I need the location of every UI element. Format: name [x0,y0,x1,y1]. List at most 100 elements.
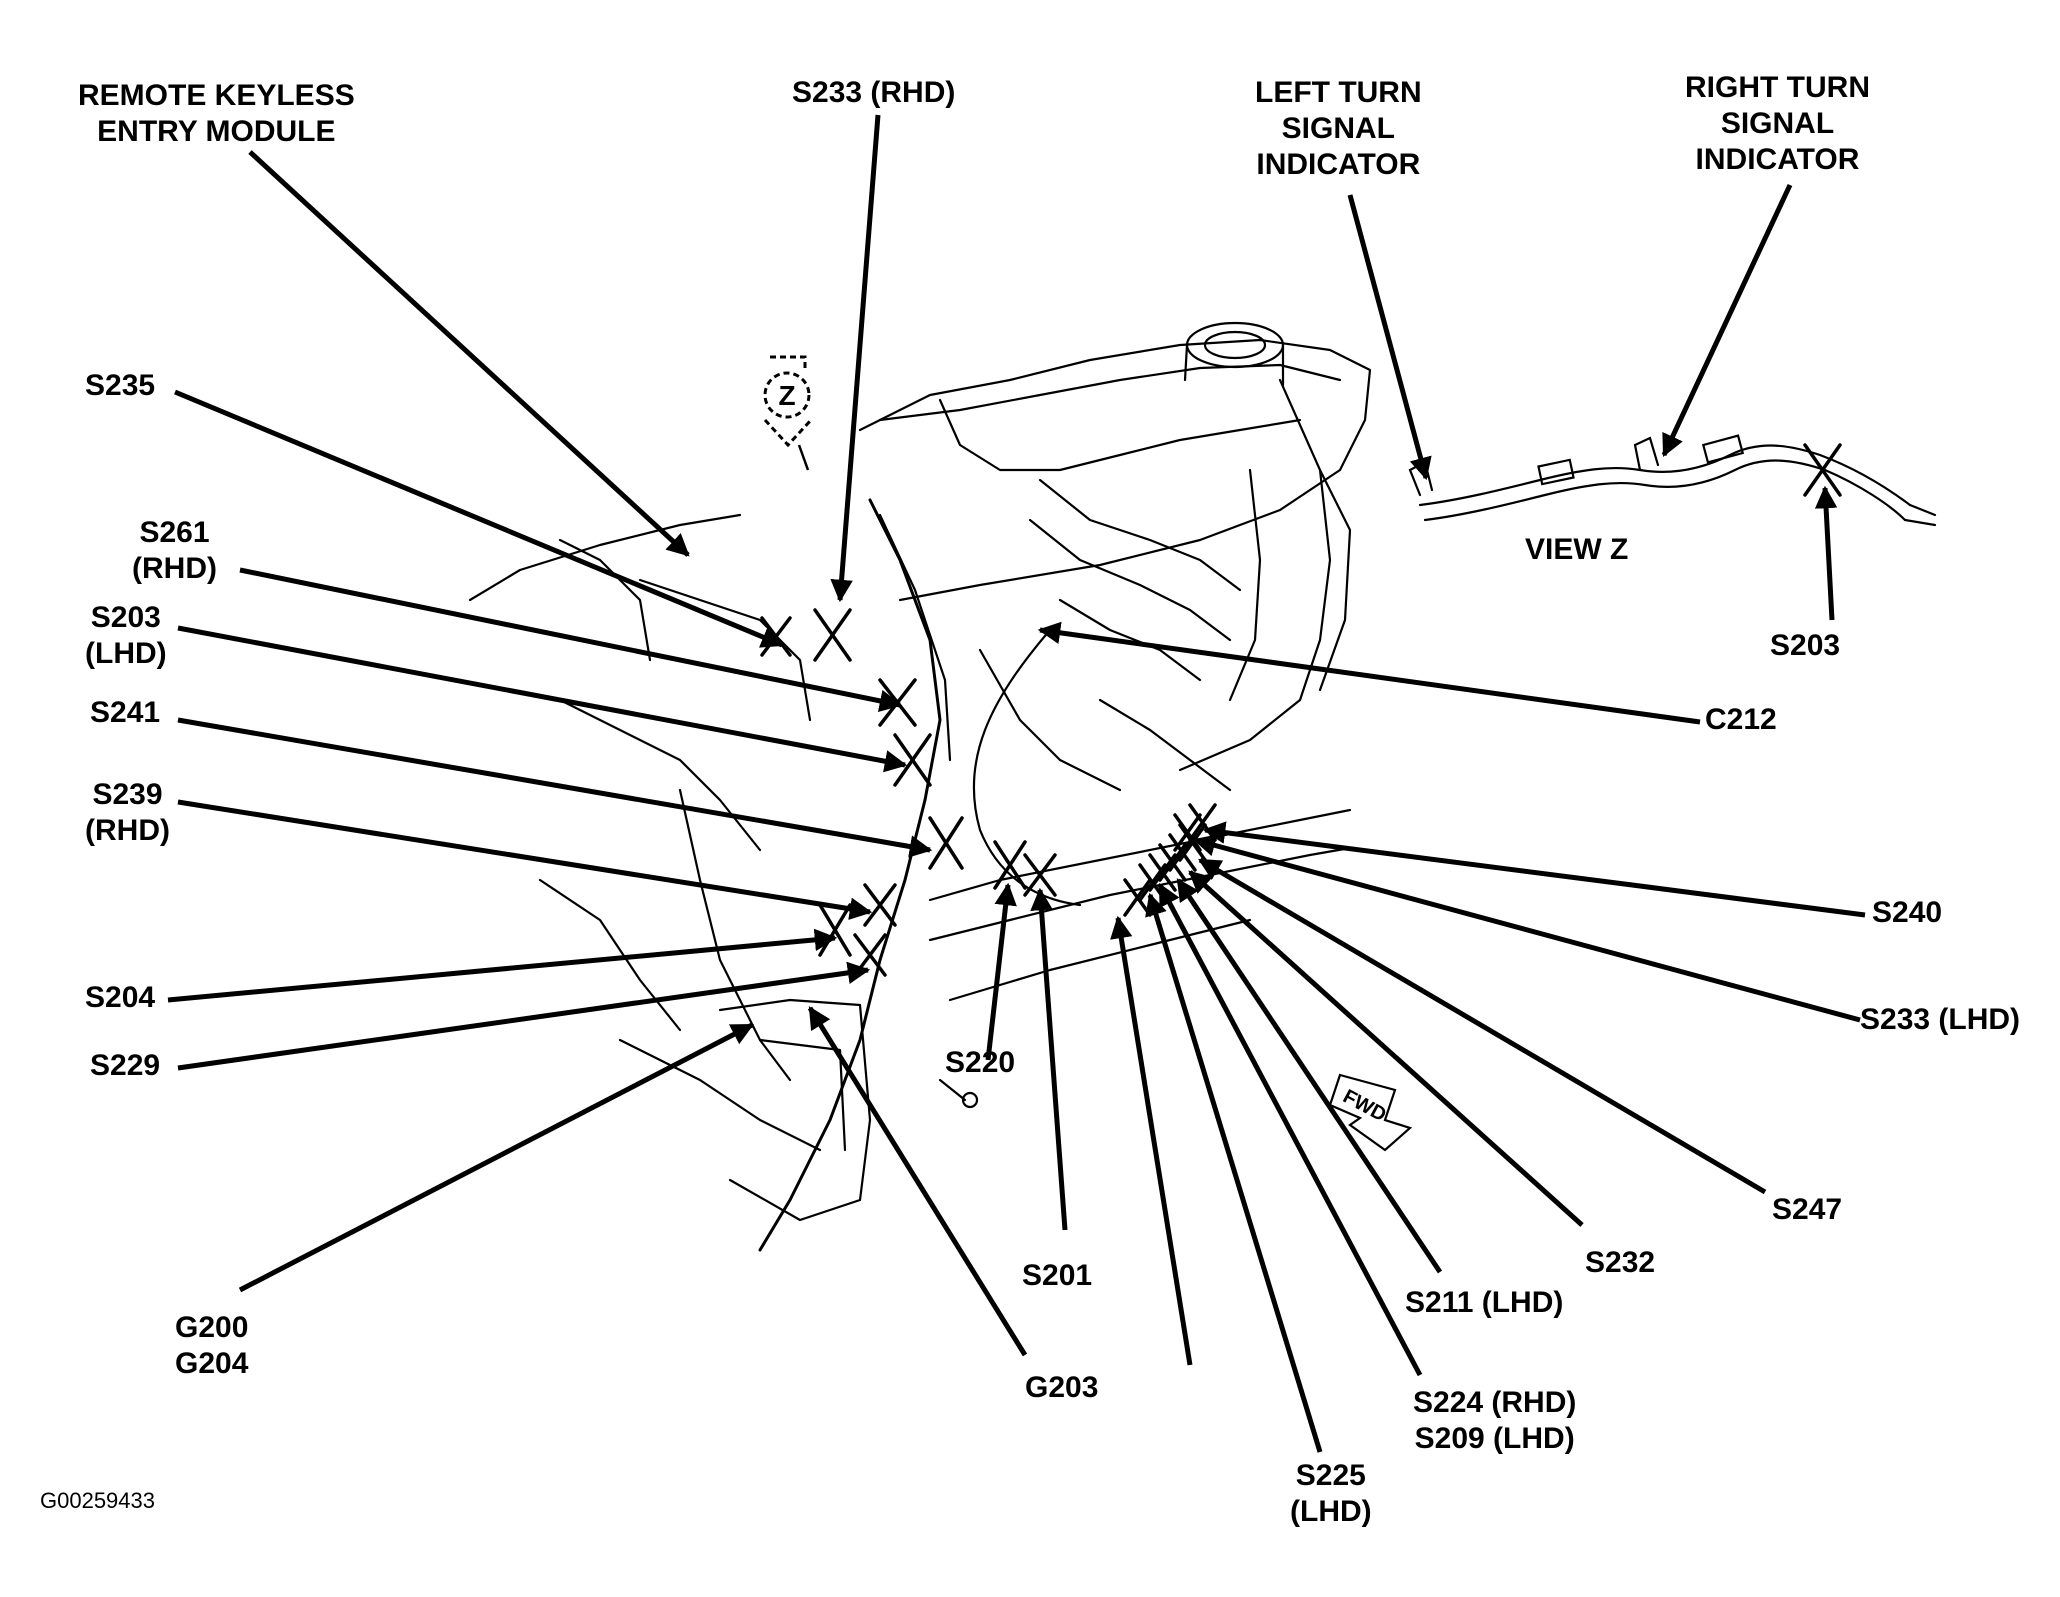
label-line: S261 [139,516,210,549]
leader-s233-rhd [830,114,881,603]
splice-x-s239 [863,883,897,927]
label-line: INDICATOR [1256,148,1421,181]
label-g203: G203 [1025,1370,1098,1406]
label-line: G204 [175,1347,249,1380]
label-s229: S229 [90,1048,160,1084]
splice-x-s203-viewz [1803,443,1842,497]
leader-s232 [1188,870,1584,1227]
label-line: VIEW Z [1525,533,1629,566]
label-line: SIGNAL [1720,107,1835,140]
leader-s224-s209 [1157,883,1423,1377]
label-s204: S204 [85,980,155,1016]
figure-id: G00259433 [40,1488,155,1513]
label-line: S235 [85,369,156,402]
label-s247: S247 [1772,1192,1842,1228]
leader-s211-rhd [1110,915,1193,1366]
label-line: S247 [1772,1193,1843,1226]
splice-x-s203-lhd [893,733,932,787]
label-line: S224 (RHD) [1413,1386,1577,1419]
splice-x-s211-rhd [1123,878,1152,917]
label-s211-lhd: S211 (LHD) [1405,1285,1563,1321]
label-line: S233 (LHD) [1860,1003,2021,1036]
label-s203-lhd: S203(LHD) [85,600,167,672]
leader-lines [167,114,1866,1453]
label-line: S203 [90,601,161,634]
label-line: REMOTE KEYLESS [78,79,355,112]
label-c212: C212 [1705,702,1777,738]
label-line: S203 [1770,629,1841,662]
leader-s201 [1030,887,1068,1231]
leader-s261 [239,567,903,712]
splice-x-s220 [993,840,1027,890]
label-line: LEFT TURN [1255,76,1422,109]
leader-c212 [1037,621,1701,725]
leader-s239 [177,799,873,920]
label-s203-view-z: S203 [1770,628,1840,664]
splice-x-s233-rhd [813,608,852,662]
label-s233-rhd: S233 (RHD) [792,75,955,111]
label-line: SIGNAL [1281,112,1395,145]
label-line: S240 [1872,896,1943,929]
label-s224-rhd-s209-lhd: S224 (RHD)S209 (LHD) [1413,1385,1576,1457]
label-view-z: VIEW Z [1525,532,1628,568]
label-s220: S220 [945,1045,1015,1081]
label-s241: S241 [90,695,160,731]
label-line: S239 [92,778,163,811]
leader-s247 [1198,857,1767,1195]
leader-s225 [1145,892,1323,1453]
leader-remote-keyless [248,150,690,557]
splice-markers [760,443,1842,977]
leader-s211-lhd [1175,878,1443,1274]
leader-s229 [177,961,871,1071]
label-line: S220 [945,1046,1016,1079]
label-line: (LHD) [1290,1495,1372,1528]
leader-g203 [807,1006,1028,1357]
leader-left-turn [1347,194,1432,481]
label-s225-lhd: S225(LHD) [1290,1458,1372,1530]
fwd-arrow: FWD [1328,1073,1413,1152]
leader-g200-g204 [238,1022,754,1293]
label-line: INDICATOR [1695,143,1860,176]
label-s235: S235 [85,368,155,404]
label-line: G203 [1025,1371,1099,1404]
label-line: S211 (LHD) [1405,1286,1564,1319]
label-s232: S232 [1585,1245,1655,1281]
label-s239-rhd: S239(RHD) [85,777,170,849]
label-line: ENTRY MODULE [97,115,336,148]
leader-s241 [177,717,933,858]
view-z-harness-sketch [1408,434,1937,527]
label-line: S209 (LHD) [1414,1422,1575,1455]
leader-s240 [1202,821,1866,918]
label-line: C212 [1705,703,1777,736]
leader-s220 [985,882,1017,1061]
label-line: G200 [175,1311,249,1344]
leader-s233-lhd [1192,834,1861,1023]
label-s240: S240 [1872,895,1942,931]
label-line: S204 [85,981,156,1014]
label-line: S233 (RHD) [792,76,956,109]
view-marker-letter: Z [778,380,795,411]
splice-x-s204 [818,903,852,957]
label-line: RIGHT TURN [1685,71,1870,104]
label-line: S229 [90,1049,161,1082]
label-s261-rhd: S261(RHD) [132,515,217,587]
leader-right-turn [1661,183,1793,458]
label-line: S201 [1022,1259,1093,1292]
view-z-marker: Z [763,355,813,471]
leader-s204 [167,928,838,1003]
leader-s235 [174,389,785,648]
leader-s203-viewz [1814,485,1838,621]
leader-s203-lhd [177,625,908,773]
splice-x-s241 [928,816,964,870]
label-line: S225 [1295,1459,1366,1492]
label-s201: S201 [1022,1258,1092,1294]
label-line: (RHD) [85,814,170,847]
label-s233-lhd: S233 (LHD) [1860,1002,2020,1038]
label-line: (LHD) [85,637,167,670]
vehicle-structure-drawing [468,321,1372,1252]
